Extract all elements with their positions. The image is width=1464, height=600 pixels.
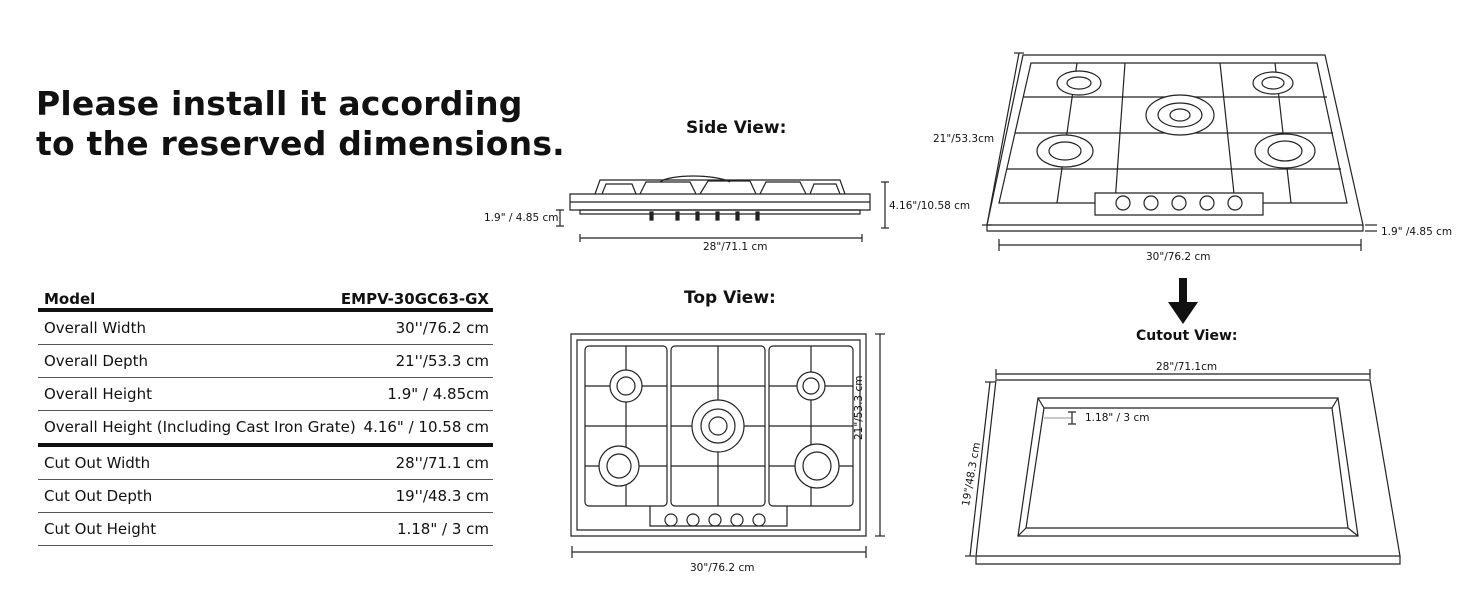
- top-view-drawing: [565, 330, 895, 560]
- spec-row-value: 28''/71.1 cm: [395, 454, 489, 472]
- cutout-view-title: Cutout View:: [1136, 328, 1238, 344]
- spec-row-label: Overall Depth: [44, 352, 149, 370]
- spec-row-label: Cut Out Height: [44, 520, 157, 538]
- cutout-height-label: 1.18" / 3 cm: [1085, 412, 1150, 424]
- side-view-title: Side View:: [686, 118, 787, 138]
- spec-row: Cut Out Depth 19''/48.3 cm: [38, 480, 493, 513]
- spec-row: Cut Out Height 1.18" / 3 cm: [38, 513, 493, 546]
- model-value: EMPV-30GC63-GX: [340, 290, 489, 308]
- spec-row: Overall Depth 21''/53.3 cm: [38, 345, 493, 378]
- cutout-view-drawing: [960, 360, 1420, 575]
- spec-row-label: Cut Out Depth: [44, 487, 153, 505]
- perspective-depth-label: 21"/53.3cm: [933, 133, 995, 145]
- spec-row: Overall Height 1.9" / 4.85cm: [38, 378, 493, 411]
- spec-row-value: 19''/48.3 cm: [395, 487, 489, 505]
- spec-row: Overall Width 30''/76.2 cm: [38, 312, 493, 345]
- spec-row: Overall Height (Including Cast Iron Grat…: [38, 411, 493, 447]
- perspective-height-label: 1.9" /4.85 cm: [1381, 226, 1453, 238]
- top-view-title: Top View:: [684, 288, 776, 308]
- side-view-drawing: [540, 170, 900, 250]
- spec-row-label: Overall Height: [44, 385, 152, 403]
- spec-row-value: 21''/53.3 cm: [395, 352, 489, 370]
- side-width-label: 28"/71.1 cm: [703, 241, 768, 253]
- spec-table: Model EMPV-30GC63-GX Overall Width 30''/…: [38, 280, 493, 546]
- spec-table-header: Model EMPV-30GC63-GX: [38, 280, 493, 312]
- spec-row-label: Cut Out Width: [44, 454, 151, 472]
- spec-row-value: 1.18" / 3 cm: [396, 520, 489, 538]
- top-width-label: 30"/76.2 cm: [690, 562, 755, 574]
- spec-row-label: Overall Width: [44, 319, 146, 337]
- perspective-view-drawing: [985, 45, 1365, 255]
- top-depth-label: 21"/53.3 cm: [853, 375, 865, 440]
- cutout-width-label: 28"/71.1cm: [1156, 361, 1218, 373]
- side-height-label: 1.9" / 4.85 cm: [484, 212, 559, 224]
- model-label: Model: [44, 290, 96, 308]
- side-grate-height-label: 4.16"/10.58 cm: [889, 200, 971, 212]
- perspective-width-label: 30"/76.2 cm: [1146, 251, 1211, 263]
- headline: Please install it according to the reser…: [36, 84, 565, 164]
- headline-line-1: Please install it according: [36, 84, 523, 123]
- headline-line-2: to the reserved dimensions.: [36, 124, 565, 163]
- spec-row-value: 30''/76.2 cm: [395, 319, 489, 337]
- spec-row-value: 1.9" / 4.85cm: [387, 385, 489, 403]
- spec-row: Cut Out Width 28''/71.1 cm: [38, 447, 493, 480]
- spec-row-label: Overall Height (Including Cast Iron Grat…: [44, 418, 356, 436]
- arrow-down-icon: [1168, 278, 1198, 324]
- spec-row-value: 4.16" / 10.58 cm: [363, 418, 489, 436]
